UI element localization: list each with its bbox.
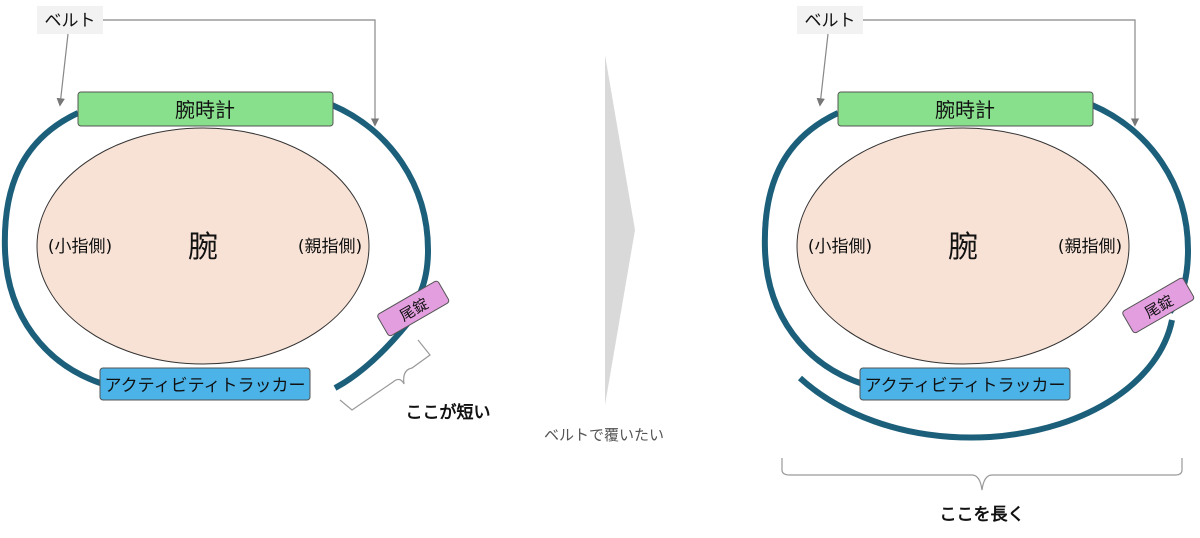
pinky-side-label: (小指側) xyxy=(48,237,112,257)
tail-lock-box xyxy=(377,280,450,337)
chevron-arrow-shape xyxy=(605,55,635,405)
arm-shape xyxy=(796,127,1130,365)
tracker-box xyxy=(99,367,311,401)
belt-pointer-right xyxy=(103,19,380,127)
watch-box xyxy=(837,91,1094,127)
belt-strap-left xyxy=(1,110,104,387)
belt-strap-long xyxy=(797,319,1175,441)
watch-label: 腕時計 xyxy=(175,98,235,122)
thumb-side-label: (親指側) xyxy=(1058,237,1122,257)
belt-label-box xyxy=(797,6,863,34)
belt-strap-left xyxy=(761,110,864,387)
arm-label: 腕 xyxy=(188,230,218,265)
pinky-side-label: (小指側) xyxy=(808,237,872,257)
right-diagram: ベルト 腕 (小指側) (親指側) 腕時計 アクティビティトラッカー 尾錠 ここ… xyxy=(761,6,1195,525)
belt-strap-short xyxy=(333,321,411,391)
belt-pointer-left xyxy=(816,33,829,107)
belt-label: ベルト xyxy=(805,11,856,31)
arm-label: 腕 xyxy=(948,230,978,265)
long-bracket xyxy=(781,458,1183,491)
long-note: ここを長く xyxy=(940,505,1025,525)
short-bracket xyxy=(339,339,431,411)
tail-lock: 尾錠 xyxy=(377,280,450,337)
left-diagram: ベルト 腕 (小指側) (親指側) 腕時計 アクティビティトラッカー 尾錠 ここ… xyxy=(1,6,491,423)
transition-caption: ベルトで覆いたい xyxy=(544,426,664,444)
arm-shape xyxy=(36,127,370,365)
short-note: ここが短い xyxy=(406,402,491,423)
tracker-label: アクティビティトラッカー xyxy=(864,376,1065,396)
watch-label: 腕時計 xyxy=(935,98,995,122)
belt-pointer-right xyxy=(863,19,1140,127)
tracker-label: アクティビティトラッカー xyxy=(104,376,305,396)
belt-pointer-left xyxy=(56,33,69,107)
tracker-box xyxy=(859,367,1071,401)
tail-lock-box xyxy=(1122,277,1195,334)
transition-arrow: ベルトで覆いたい xyxy=(544,55,664,444)
belt-label: ベルト xyxy=(45,11,96,31)
belt-label-box xyxy=(37,6,103,34)
watch-box xyxy=(77,91,334,127)
tail-lock: 尾錠 xyxy=(1122,277,1195,334)
thumb-side-label: (親指側) xyxy=(298,237,362,257)
